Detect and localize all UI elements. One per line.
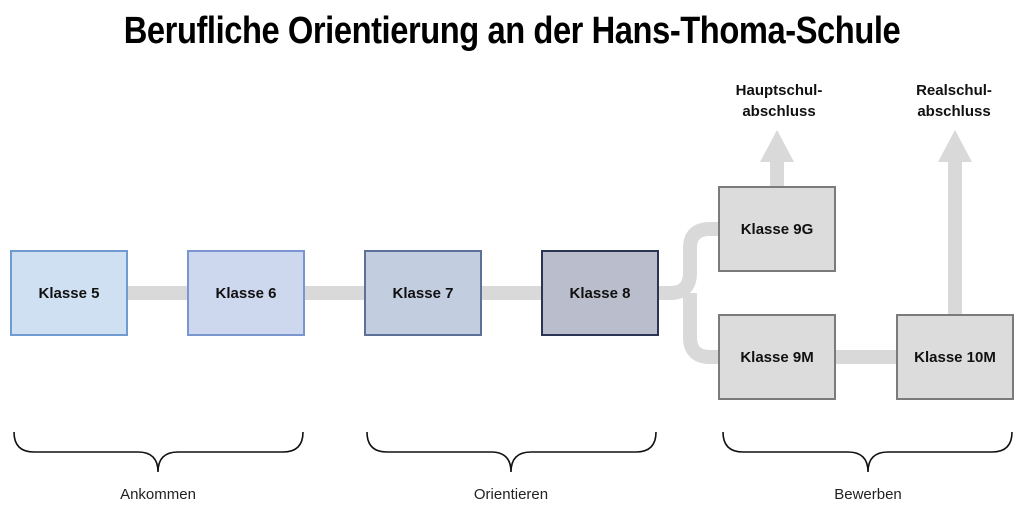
box-label: Klasse 7 <box>392 284 454 302</box>
brace-ankommen <box>13 431 304 473</box>
box-klasse-6: Klasse 6 <box>187 250 305 336</box>
degree-line-2: abschluss <box>742 103 816 120</box>
connector-lines <box>128 160 962 364</box>
phase-label-bewerben: Bewerben <box>834 486 902 503</box>
box-klasse-10m: Klasse 10M <box>896 314 1014 400</box>
box-label: Klasse 9M <box>740 348 814 366</box>
box-klasse-9g: Klasse 9G <box>718 186 836 272</box>
arrow-head-realschul <box>938 130 972 162</box>
phase-label-orientieren: Orientieren <box>473 486 549 503</box>
box-klasse-9m: Klasse 9M <box>718 314 836 400</box>
arrow-head-hauptschul <box>760 130 794 162</box>
degree-line-1: Hauptschul- <box>735 82 823 99</box>
box-klasse-8: Klasse 8 <box>541 250 659 336</box>
phase-braces <box>13 431 1013 473</box>
brace-bewerben <box>722 431 1013 473</box>
degree-line-1: Realschul- <box>916 82 992 99</box>
phase-label-ankommen: Ankommen <box>120 486 196 503</box>
brace-orientieren <box>366 431 657 473</box>
degree-hauptschulabschluss: Hauptschul- abschluss <box>709 80 849 122</box>
degree-realschulabschluss: Realschul- abschluss <box>884 80 1024 122</box>
box-label: Klasse 8 <box>569 284 631 302</box>
connector-8-branch <box>659 222 718 364</box>
box-klasse-5: Klasse 5 <box>10 250 128 336</box>
box-klasse-7: Klasse 7 <box>364 250 482 336</box>
degree-line-2: abschluss <box>917 103 991 120</box>
box-label: Klasse 10M <box>914 348 996 366</box>
box-label: Klasse 9G <box>740 220 814 238</box>
box-label: Klasse 6 <box>215 284 277 302</box>
page-title: Berufliche Orientierung an der Hans-Thom… <box>123 10 901 52</box>
box-label: Klasse 5 <box>38 284 100 302</box>
